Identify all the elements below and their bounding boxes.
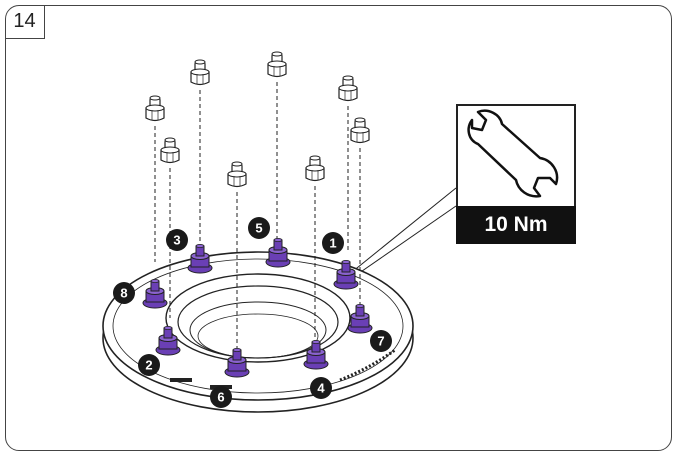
purple-nut <box>347 303 373 334</box>
callout-circle <box>322 232 344 254</box>
callout-number: 2 <box>145 358 152 373</box>
sequence-callout-7: 7 <box>370 330 392 352</box>
purple-nut <box>142 278 168 309</box>
callout-circle <box>210 386 232 408</box>
callout-number: 7 <box>377 334 384 349</box>
bolt-stud <box>190 59 210 86</box>
sequence-callout-8: 8 <box>113 282 135 304</box>
purple-nut <box>333 259 359 290</box>
bolt-stud <box>338 75 358 102</box>
bolt-stud <box>145 95 165 122</box>
bolt-stud <box>350 117 370 144</box>
callout-number: 1 <box>329 236 336 251</box>
torque-tool-panel <box>456 104 576 208</box>
callout-circle <box>113 282 135 304</box>
bolt-stud <box>160 137 180 164</box>
tightening-sequence: 1 2 3 4 5 6 7 8 <box>113 217 392 408</box>
purple-nut <box>155 325 181 356</box>
callout-circle <box>248 217 270 239</box>
bolt-stud <box>227 161 247 188</box>
callout-circle <box>166 229 188 251</box>
callout-number: 6 <box>217 390 224 405</box>
callout-circle <box>370 330 392 352</box>
sequence-callout-5: 5 <box>248 217 270 239</box>
sequence-callout-4: 4 <box>310 377 332 399</box>
wrench-icon <box>467 109 559 198</box>
sequence-callout-2: 2 <box>138 354 160 376</box>
flange-nuts <box>142 237 373 378</box>
purple-nut <box>224 347 250 378</box>
purple-nut <box>303 339 329 370</box>
bolt-columns <box>145 51 370 350</box>
torque-value: 10 Nm <box>456 206 576 244</box>
callout-number: 5 <box>255 221 262 236</box>
callout-circle <box>138 354 160 376</box>
callout-number: 8 <box>120 286 127 301</box>
flange-ring <box>102 251 414 413</box>
sequence-callout-6: 6 <box>210 386 232 408</box>
callout-number: 4 <box>317 381 325 396</box>
sequence-callout-3: 3 <box>166 229 188 251</box>
callout-number: 3 <box>173 233 180 248</box>
bolt-stud <box>305 155 325 182</box>
purple-nut <box>187 243 213 274</box>
bolt-stud <box>267 51 287 78</box>
purple-nut <box>265 237 291 268</box>
step-number: 14 <box>5 5 45 39</box>
callout-circle <box>310 377 332 399</box>
sequence-callout-1: 1 <box>322 232 344 254</box>
